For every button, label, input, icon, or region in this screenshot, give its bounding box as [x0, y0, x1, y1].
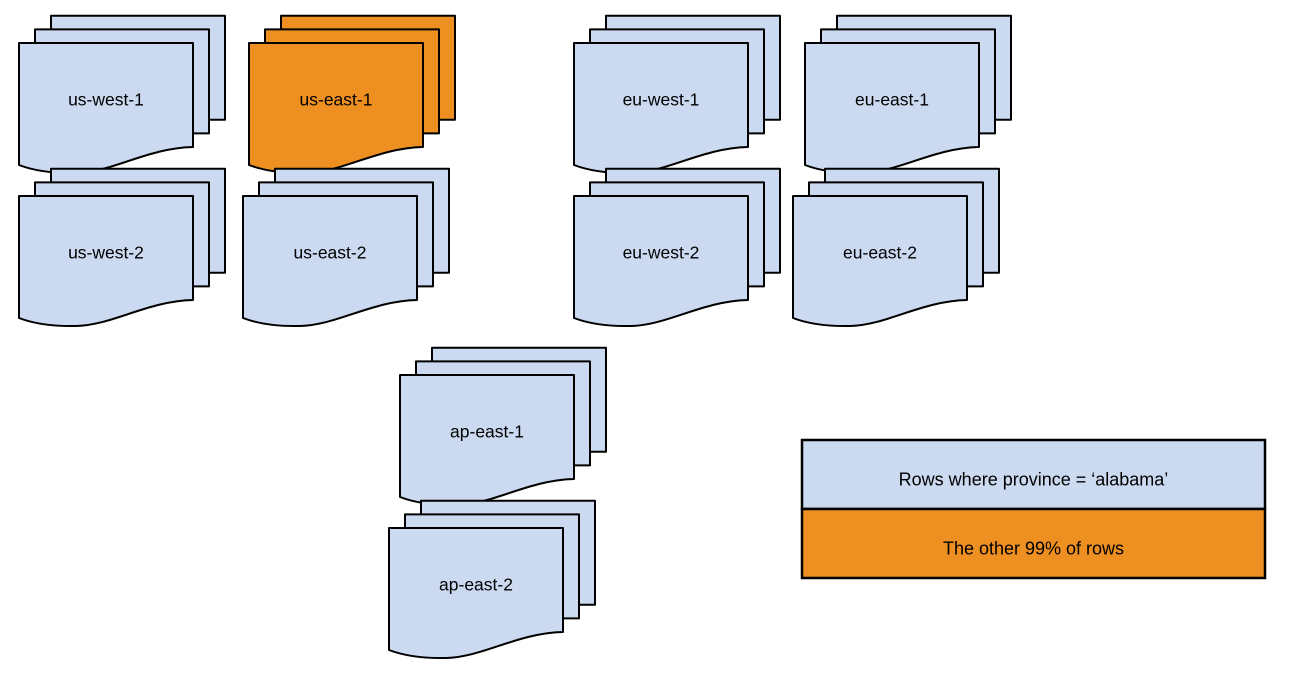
stack-label-eu-east-2: eu-east-2 [843, 243, 917, 263]
document-stack-ap-east-2[interactable]: ap-east-2 [388, 499, 596, 660]
document-stack-us-east-1[interactable]: us-east-1 [248, 14, 456, 175]
stack-label-us-east-1: us-east-1 [300, 90, 373, 110]
legend-label-legend-orange: The other 99% of rows [943, 538, 1124, 558]
stacks-group: us-west-1 us-east-1 eu-west-1 eu-east-1 us-w… [18, 14, 1012, 660]
stack-front-card [792, 195, 968, 328]
legend-swatch-legend-orange [800, 507, 1267, 580]
document-stack-us-east-2[interactable]: us-east-2 [242, 167, 450, 328]
document-stack-ap-east-1[interactable]: ap-east-1 [399, 346, 607, 507]
document-stack-us-west-1[interactable]: us-west-1 [18, 14, 226, 175]
legend-swatch-legend-blue [800, 438, 1267, 511]
document-stack-eu-east-1[interactable]: eu-east-1 [804, 14, 1012, 175]
stack-label-us-east-2: us-east-2 [294, 243, 367, 263]
stack-front-card [242, 195, 418, 328]
stack-front-card [388, 527, 564, 660]
stack-label-eu-west-2: eu-west-2 [623, 243, 700, 263]
stack-front-card [18, 195, 194, 328]
stack-label-us-west-2: us-west-2 [68, 243, 144, 263]
stack-label-ap-east-1: ap-east-1 [450, 422, 524, 442]
stack-label-eu-west-1: eu-west-1 [623, 90, 700, 110]
stack-label-ap-east-2: ap-east-2 [439, 575, 513, 595]
stack-front-card [573, 195, 749, 328]
legend-group: Rows where province = ‘alabama’ The other… [800, 438, 1267, 580]
document-stack-eu-east-2[interactable]: eu-east-2 [792, 167, 1000, 328]
document-stack-eu-west-2[interactable]: eu-west-2 [573, 167, 781, 328]
legend-label-legend-blue: Rows where province = ‘alabama’ [899, 469, 1169, 489]
stack-label-eu-east-1: eu-east-1 [855, 90, 929, 110]
document-stack-us-west-2[interactable]: us-west-2 [18, 167, 226, 328]
stack-label-us-west-1: us-west-1 [68, 90, 144, 110]
document-stack-eu-west-1[interactable]: eu-west-1 [573, 14, 781, 175]
